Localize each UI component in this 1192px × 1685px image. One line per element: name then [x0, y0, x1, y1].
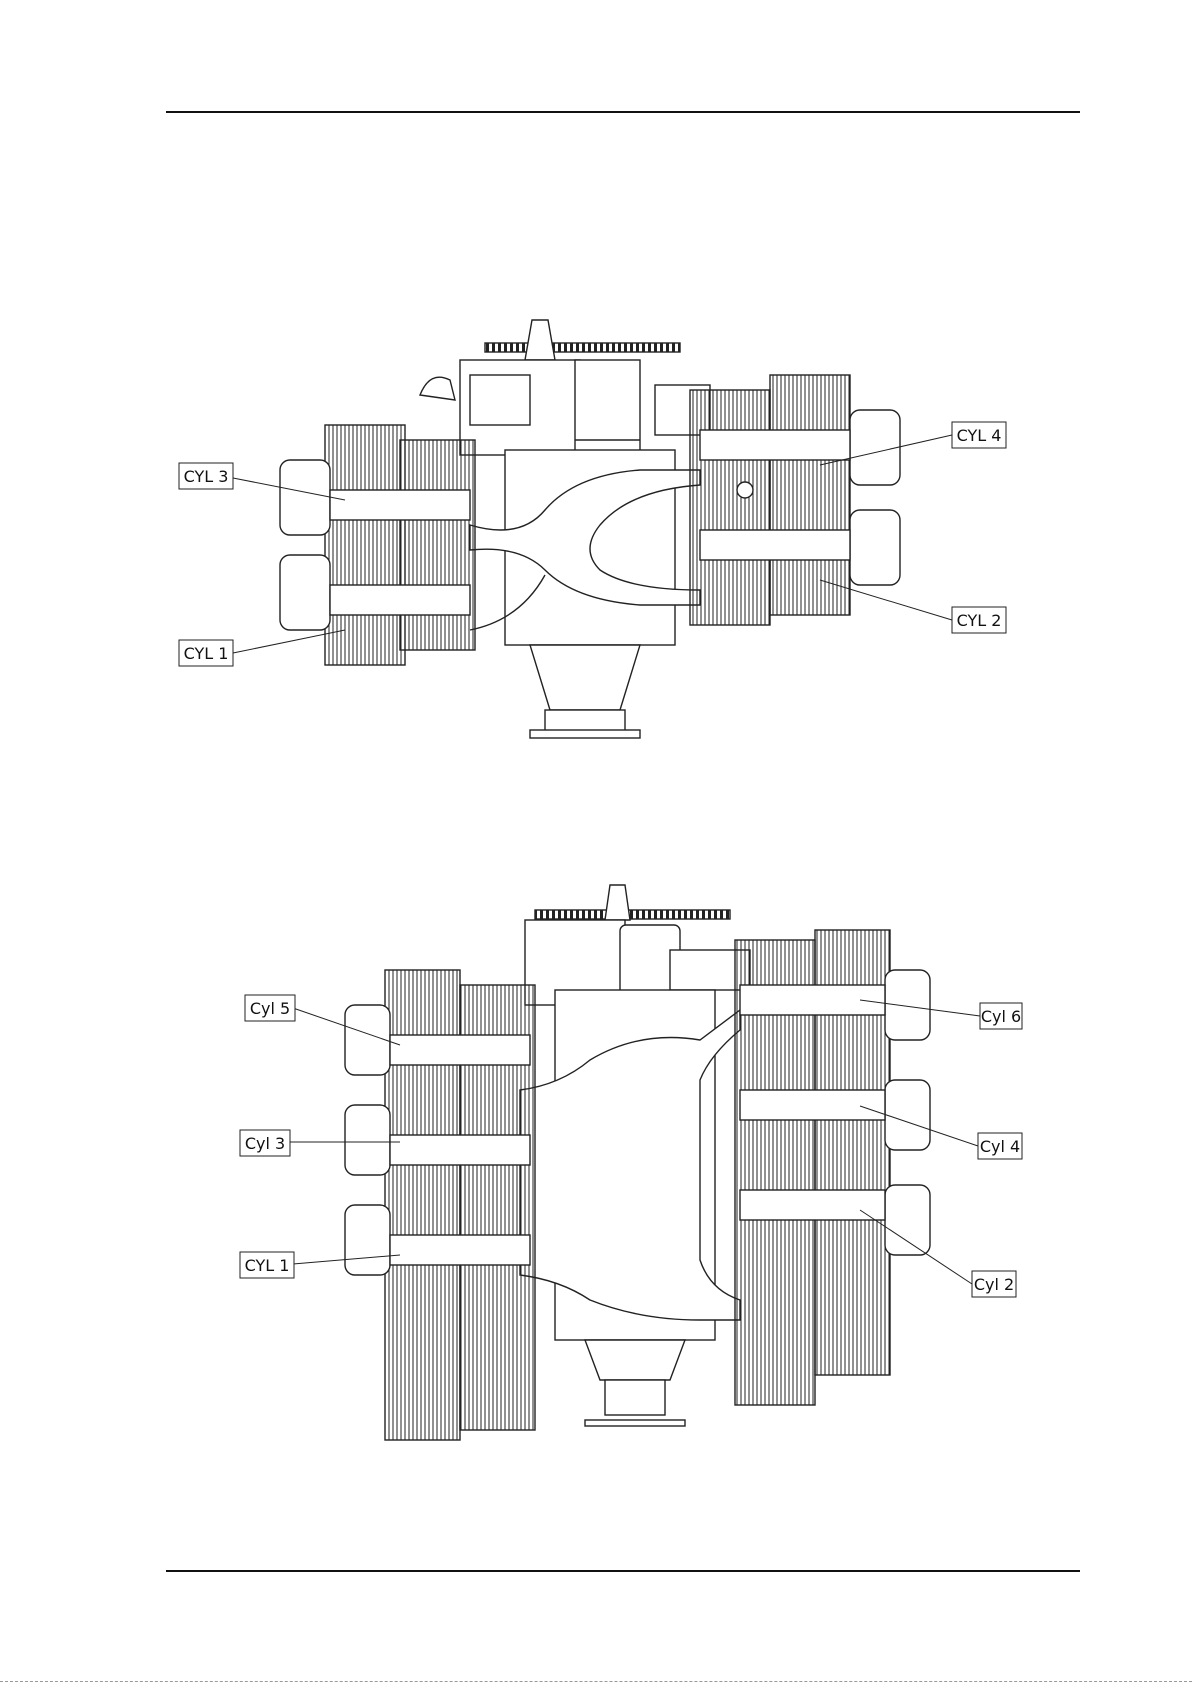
four-cylinder-engine-drawing: CYL 3 CYL 1 CYL 4 CYL 2: [0, 300, 1192, 800]
engine-body: [280, 320, 900, 738]
callout-label: CYL 1: [184, 644, 229, 663]
callout-label: Cyl 2: [974, 1275, 1014, 1294]
callout-label: CYL 1: [245, 1256, 290, 1275]
callout-label: Cyl 6: [981, 1007, 1021, 1026]
callout-label: Cyl 3: [245, 1134, 285, 1153]
callout-label: CYL 4: [957, 426, 1002, 445]
callout-label: CYL 2: [957, 611, 1002, 630]
header-rule: [166, 111, 1080, 113]
footer-rule: [166, 1570, 1080, 1572]
page-edge-dashes: [0, 1681, 1192, 1682]
callout-label: Cyl 5: [250, 999, 290, 1018]
six-cylinder-engine-drawing: Cyl 5 Cyl 3 CYL 1 Cyl 6 Cyl 4 Cyl 2: [0, 880, 1192, 1460]
callout-label: CYL 3: [184, 467, 229, 486]
callout-label: Cyl 4: [980, 1137, 1020, 1156]
callout-cyl-1: CYL 1: [179, 630, 345, 666]
engine-body: [345, 885, 930, 1440]
